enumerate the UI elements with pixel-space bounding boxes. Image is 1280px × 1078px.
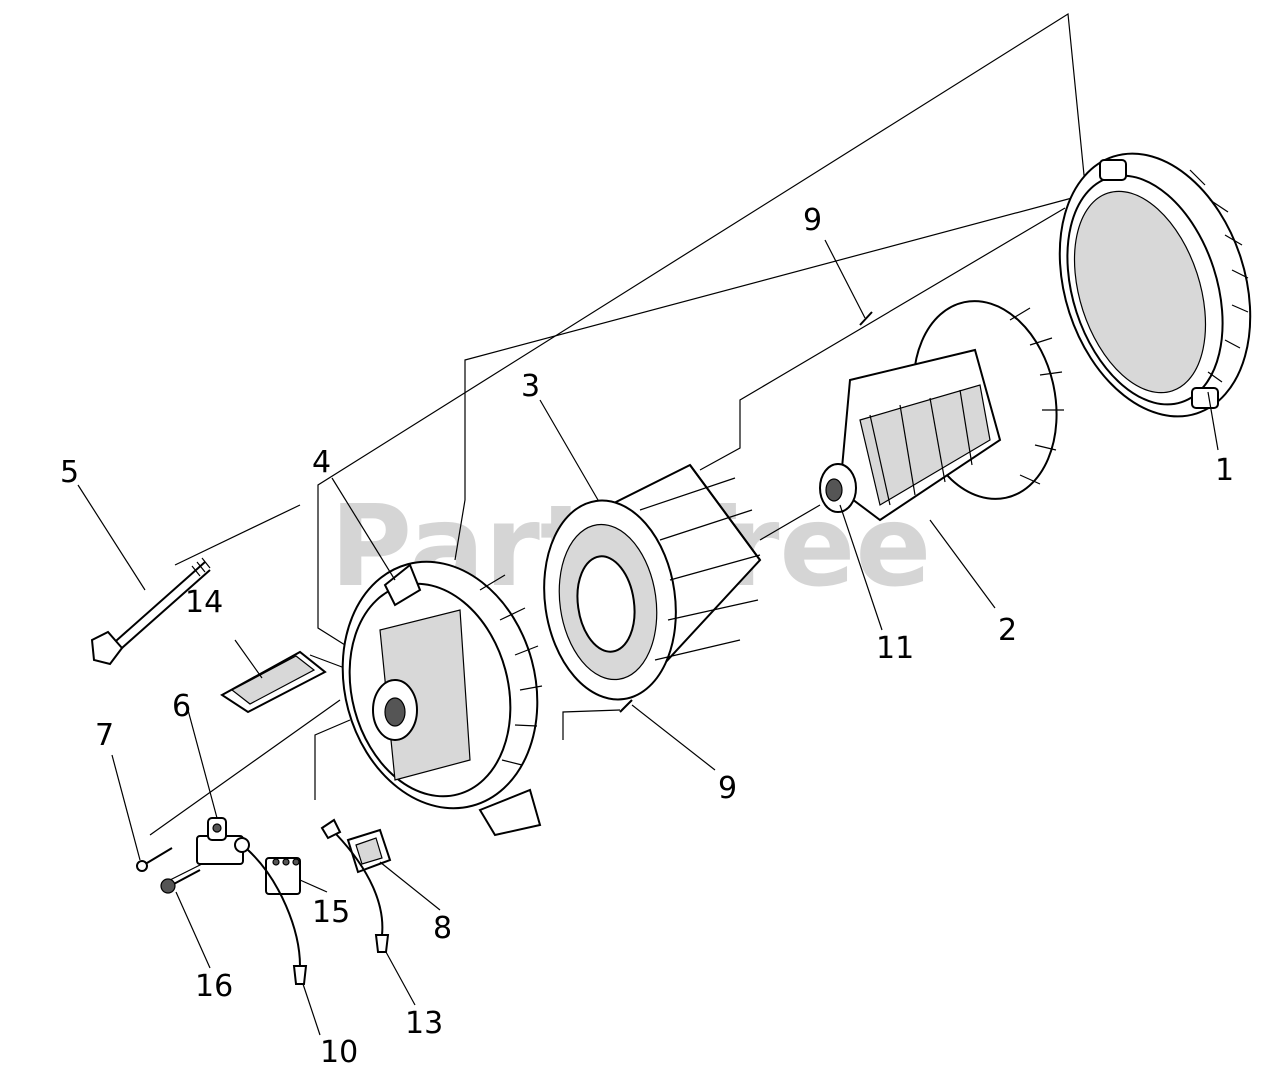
callout-8: 8: [433, 911, 452, 946]
callout-11: 11: [876, 631, 914, 666]
callout-6: 6: [172, 689, 191, 724]
part-ground-wire: [234, 837, 308, 985]
callouts: 1 2 3 4 5 6 7 8 9 9 10 11 13 14 15 16: [60, 203, 1234, 1070]
callout-13: 13: [405, 1006, 443, 1041]
part-dowel-pin-upper: [859, 311, 873, 326]
callout-16: 16: [195, 969, 233, 1004]
part-ground-screw: [160, 869, 201, 894]
part-through-bolt: [90, 557, 211, 666]
part-end-cover: [1058, 152, 1252, 418]
callout-3: 3: [521, 369, 540, 404]
part-control-module: [220, 650, 327, 714]
callout-15: 15: [312, 895, 350, 930]
part-front-housing: [341, 560, 543, 837]
part-brush-holder: [196, 817, 244, 865]
callout-2: 2: [998, 613, 1017, 648]
callout-7: 7: [95, 718, 114, 753]
part-rotor: [819, 300, 1064, 522]
callout-5: 5: [60, 455, 79, 490]
part-dowel-pin-lower: [619, 699, 633, 713]
callout-1: 1: [1215, 453, 1234, 488]
part-stator: [543, 463, 762, 701]
callout-4: 4: [312, 445, 331, 480]
leader-lines: [77, 239, 1219, 1036]
callout-10: 10: [320, 1035, 358, 1070]
callout-9-upper: 9: [803, 203, 822, 238]
part-screw: [136, 847, 173, 872]
callout-14: 14: [185, 585, 223, 620]
callout-9-lower: 9: [718, 771, 737, 806]
assembly-lines: [149, 12, 1086, 881]
